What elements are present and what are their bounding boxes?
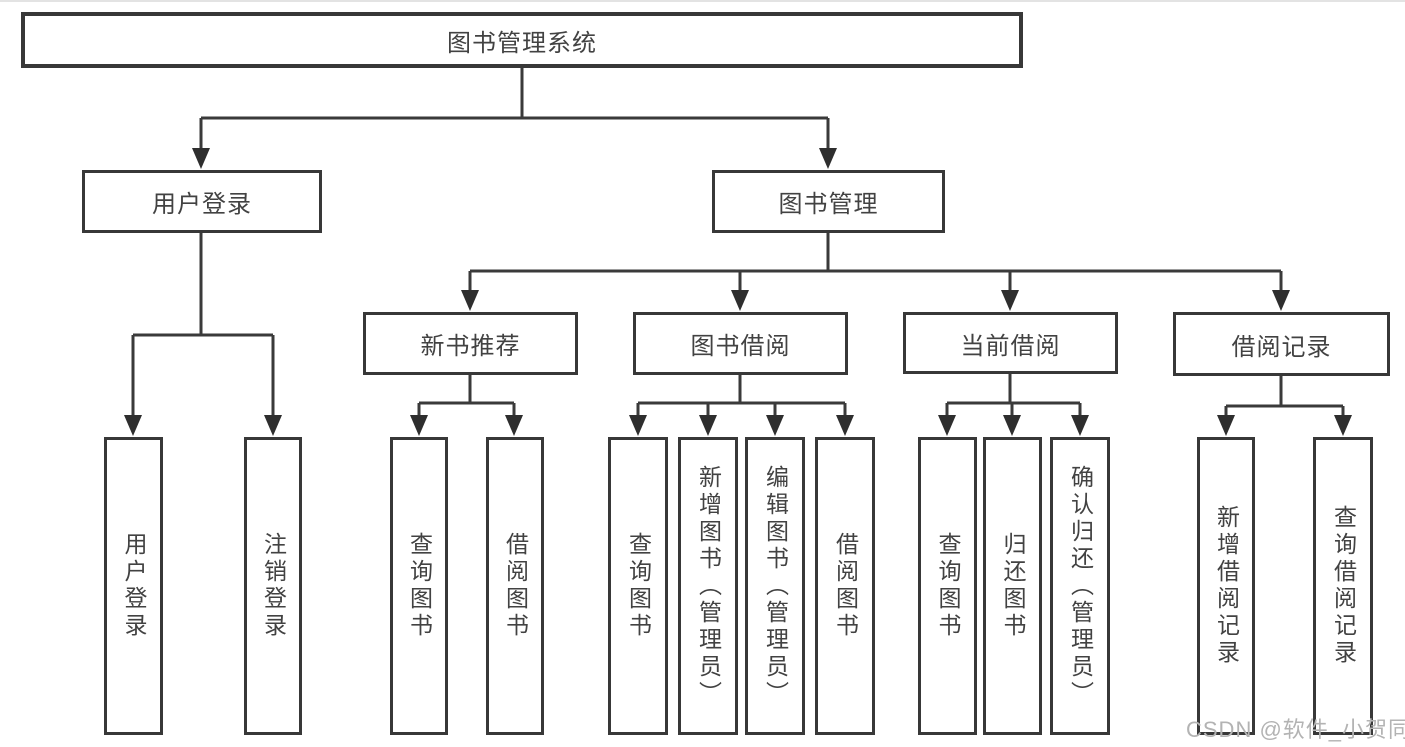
top-border-line bbox=[0, 0, 1405, 2]
connector-user-login-to-leaves bbox=[124, 233, 282, 436]
leaf-user-login: 用户登录 bbox=[104, 437, 163, 735]
arrowhead bbox=[410, 415, 428, 436]
arrowhead bbox=[836, 415, 854, 436]
arrowhead bbox=[1001, 290, 1019, 311]
connector-borrow-records-to-leaves bbox=[1217, 376, 1352, 436]
leaf-add-borrow-record: 新增借阅记录 bbox=[1197, 437, 1255, 735]
leaf-query-books-2: 查询图书 bbox=[608, 437, 668, 735]
node-book-management: 图书管理 bbox=[712, 170, 945, 233]
arrowhead bbox=[1217, 415, 1235, 436]
arrowhead bbox=[699, 415, 717, 436]
node-new-book-recommend: 新书推荐 bbox=[363, 312, 578, 375]
connector-root-to-level2 bbox=[192, 68, 837, 169]
connector-book-borrow-to-leaves bbox=[629, 375, 854, 436]
arrowhead bbox=[1334, 415, 1352, 436]
arrowhead bbox=[461, 290, 479, 311]
arrowhead bbox=[731, 290, 749, 311]
arrowhead bbox=[1003, 415, 1021, 436]
arrowhead bbox=[505, 415, 523, 436]
node-book-borrow: 图书借阅 bbox=[633, 312, 848, 375]
arrowhead bbox=[264, 415, 282, 436]
arrowhead bbox=[819, 148, 837, 169]
connector-book-mgmt-to-level3 bbox=[461, 233, 1290, 311]
leaf-return-books: 归还图书 bbox=[983, 437, 1042, 735]
leaf-query-books-1: 查询图书 bbox=[390, 437, 448, 735]
leaf-edit-books-admin: 编辑图书（管理员） bbox=[745, 437, 805, 735]
arrowhead bbox=[938, 415, 956, 436]
leaf-borrow-books-2: 借阅图书 bbox=[815, 437, 875, 735]
arrowhead bbox=[629, 415, 647, 436]
node-user-login: 用户登录 bbox=[82, 170, 322, 233]
arrowhead bbox=[124, 415, 142, 436]
node-root-system: 图书管理系统 bbox=[21, 12, 1023, 68]
node-current-borrow: 当前借阅 bbox=[903, 312, 1118, 374]
leaf-query-books-3: 查询图书 bbox=[918, 437, 977, 735]
leaf-logout: 注销登录 bbox=[244, 437, 302, 735]
node-borrow-records: 借阅记录 bbox=[1173, 312, 1390, 376]
arrowhead bbox=[192, 148, 210, 169]
connector-current-borrow-to-leaves bbox=[938, 374, 1089, 436]
leaf-query-borrow-record: 查询借阅记录 bbox=[1313, 437, 1373, 735]
arrowhead bbox=[1272, 290, 1290, 311]
connector-new-books-to-leaves bbox=[410, 374, 523, 436]
leaf-add-books-admin: 新增图书（管理员） bbox=[678, 437, 738, 735]
arrowhead bbox=[1071, 415, 1089, 436]
leaf-confirm-return-admin: 确认归还（管理员） bbox=[1050, 437, 1110, 735]
leaf-borrow-books-1: 借阅图书 bbox=[486, 437, 544, 735]
arrowhead bbox=[766, 415, 784, 436]
